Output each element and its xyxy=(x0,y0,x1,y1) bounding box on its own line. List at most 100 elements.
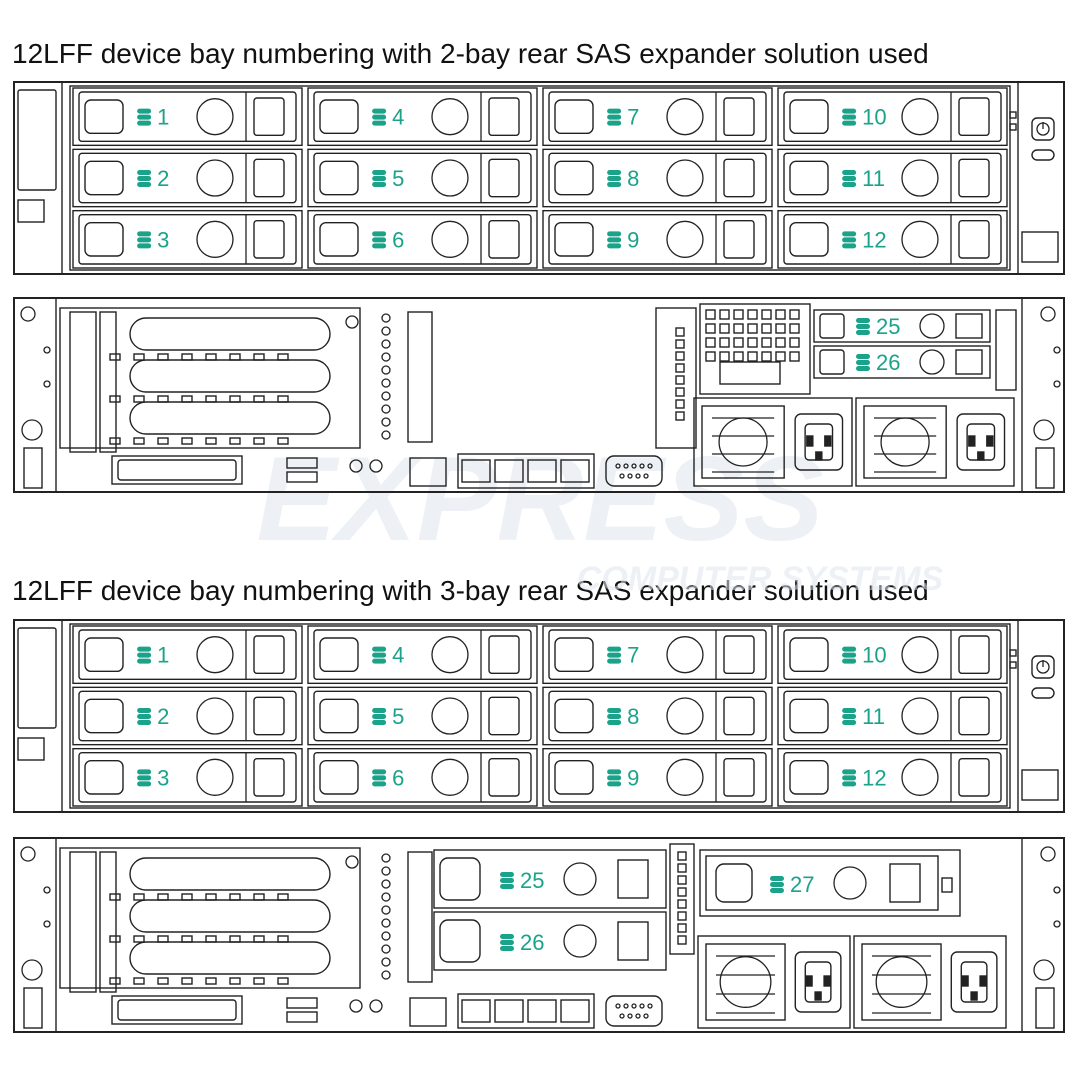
power-supply-1[interactable] xyxy=(693,397,853,487)
bay-number: 11 xyxy=(862,704,885,729)
uid-button[interactable] xyxy=(1031,149,1055,161)
rear-lff-drive-carrier[interactable]: 26 xyxy=(433,911,667,971)
bay-number: 9 xyxy=(627,765,639,790)
vga-port[interactable] xyxy=(605,995,663,1027)
bay-number: 4 xyxy=(392,643,404,668)
power-supply-2[interactable] xyxy=(855,397,1015,487)
power-supply-2[interactable] xyxy=(853,935,1007,1029)
bay-number: 1 xyxy=(157,105,169,130)
drive-carrier[interactable]: 1 xyxy=(72,87,303,147)
drive-carrier[interactable]: 6 xyxy=(307,747,538,807)
right-rack-ear xyxy=(1017,619,1065,813)
drive-carrier[interactable]: 5 xyxy=(307,148,538,208)
vga-port[interactable] xyxy=(605,455,663,487)
drive-icon xyxy=(372,769,387,787)
bay-number: 9 xyxy=(627,227,639,252)
bay-number: 25 xyxy=(520,868,544,893)
usb-ports[interactable] xyxy=(286,997,318,1023)
bay-number: 2 xyxy=(157,704,169,729)
rear-drive-carrier[interactable]: 25 xyxy=(813,309,991,343)
bay-number: 26 xyxy=(520,930,544,955)
bay-number: 5 xyxy=(392,704,404,729)
rear-lff-drive-carrier[interactable]: 27 xyxy=(699,849,961,917)
drive-icon xyxy=(607,170,622,187)
power-supply-1[interactable] xyxy=(697,935,851,1029)
ilo-port[interactable] xyxy=(409,457,447,487)
drive-carrier[interactable]: 10 xyxy=(777,87,1008,147)
drive-icon xyxy=(842,108,857,126)
drive-icon xyxy=(842,769,857,787)
drive-icon xyxy=(137,646,152,664)
drive-carrier[interactable]: 8 xyxy=(542,148,773,208)
drive-icon xyxy=(842,708,857,725)
drive-carrier[interactable]: 11 xyxy=(777,148,1008,208)
bay-number: 11 xyxy=(862,166,885,191)
drive-icon xyxy=(500,934,514,951)
bay-number: 2 xyxy=(157,166,169,191)
drive-carrier[interactable]: 7 xyxy=(542,87,773,147)
bay-number: 10 xyxy=(862,105,886,130)
rear-lff-drive-carrier[interactable]: 25 xyxy=(433,849,667,909)
rear-io-panel xyxy=(111,993,663,1029)
drive-carrier[interactable]: 8 xyxy=(542,686,773,746)
bay-number: 3 xyxy=(157,765,169,790)
drive-carrier[interactable]: 3 xyxy=(72,209,303,269)
watermark-main: EXPRESS xyxy=(257,432,824,566)
bay-number: 12 xyxy=(862,227,886,252)
drive-carrier[interactable]: 4 xyxy=(307,625,538,685)
drive-carrier[interactable]: 9 xyxy=(542,209,773,269)
drive-carrier[interactable]: 6 xyxy=(307,209,538,269)
rear-panel-3-bay: 25 26 27 xyxy=(13,837,1065,1033)
bay-number: 8 xyxy=(627,166,639,191)
drive-carrier[interactable]: 11 xyxy=(777,686,1008,746)
rear-drive-carrier[interactable]: 26 xyxy=(813,345,991,379)
drive-icon xyxy=(137,708,152,725)
drive-carrier[interactable]: 12 xyxy=(777,747,1008,807)
drive-icon xyxy=(500,872,514,889)
drive-carrier[interactable]: 3 xyxy=(72,747,303,807)
drive-icon xyxy=(607,708,622,725)
drive-carrier[interactable]: 5 xyxy=(307,686,538,746)
usb-ports[interactable] xyxy=(286,457,318,483)
drive-icon xyxy=(607,231,622,249)
ethernet-ports[interactable] xyxy=(457,453,595,489)
drive-carrier[interactable]: 7 xyxy=(542,625,773,685)
bay-number: 7 xyxy=(627,643,639,668)
caption-3-bay: 12LFF device bay numbering with 3-bay re… xyxy=(12,575,929,606)
drive-carrier[interactable]: 4 xyxy=(307,87,538,147)
bay-number: 3 xyxy=(157,227,169,252)
pcie-riser-cage xyxy=(59,307,433,453)
uid-button[interactable] xyxy=(1031,687,1055,699)
vent-grid xyxy=(699,303,811,395)
bay-number: 5 xyxy=(392,166,404,191)
bay-number: 4 xyxy=(392,105,404,130)
drive-icon xyxy=(137,108,152,126)
pcie-riser-cage xyxy=(59,847,433,993)
drive-icon xyxy=(856,318,870,335)
power-button-icon[interactable] xyxy=(1031,117,1055,141)
drive-icon xyxy=(842,231,857,249)
drive-icon xyxy=(372,170,387,187)
drive-carrier[interactable]: 9 xyxy=(542,747,773,807)
drive-carrier[interactable]: 2 xyxy=(72,686,303,746)
rear-io-panel xyxy=(111,453,663,489)
bay-number: 10 xyxy=(862,643,886,668)
ilo-port[interactable] xyxy=(409,997,447,1027)
bay-number: 25 xyxy=(876,314,900,339)
drive-carrier[interactable]: 12 xyxy=(777,209,1008,269)
drive-icon xyxy=(372,708,387,725)
drive-carrier[interactable]: 2 xyxy=(72,148,303,208)
drive-carrier[interactable]: 10 xyxy=(777,625,1008,685)
drive-icon xyxy=(137,231,152,249)
ethernet-ports[interactable] xyxy=(457,993,595,1029)
bay-number: 6 xyxy=(392,765,404,790)
drive-icon xyxy=(372,646,387,664)
power-button-icon[interactable] xyxy=(1031,655,1055,679)
drive-icon xyxy=(372,231,387,249)
drive-carrier[interactable]: 1 xyxy=(72,625,303,685)
drive-icon xyxy=(842,646,857,664)
bay-number: 12 xyxy=(862,765,886,790)
